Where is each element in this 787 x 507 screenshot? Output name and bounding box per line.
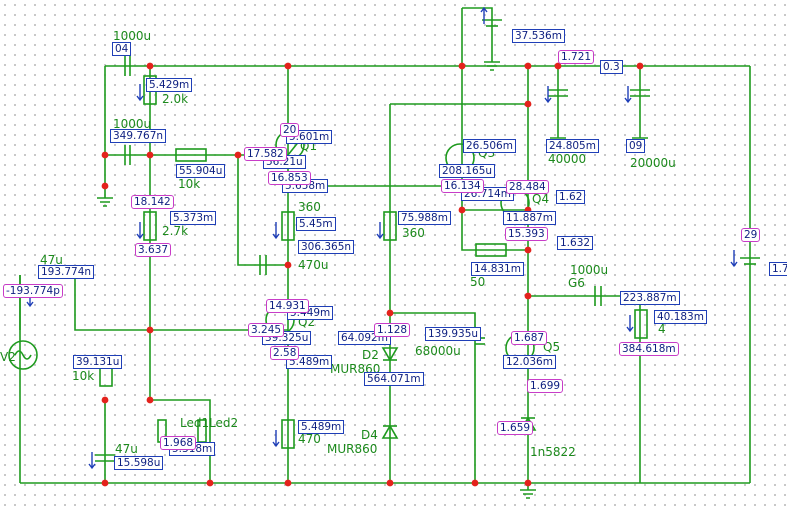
components [8,19,760,462]
label-q5: Q5 [543,340,561,354]
label-c-47u-top: 47u [40,253,63,267]
readout-i-04: 04 [112,42,132,56]
label-led1: Led1 [180,416,210,430]
ground-symbols [97,50,648,499]
readout-i-37-536m: 37.536m [512,29,565,43]
readout-v-1-687: 1.687 [511,331,548,345]
readout-v-18-142: 18.142 [131,195,174,209]
label-c-20000u: 20000u [630,156,676,170]
readout-i-139-935u: 139.935u [425,327,482,341]
label-mur860-d4: MUR860 [327,442,378,456]
readout-v-16-134: 16.134 [441,179,484,193]
readout-i-0-3: 0.3 [600,60,623,74]
label-r-10k-left: 10k [72,369,95,383]
readout-i-5-489m-r: 5.489m [298,420,345,434]
readout-v-3-637: 3.637 [135,243,172,257]
readout-i-223-887m: 223.887m [620,291,680,305]
label-d2: D2 [362,348,379,362]
readout-i-12-036m: 12.036m [503,355,556,369]
readout-i-1-62: 1.62 [556,190,586,204]
readout-i-5-45m: 5.45m [296,217,336,231]
label-c-47u-bottom: 47u [115,442,138,456]
label-d-1n5822: 1n5822 [530,445,576,459]
junction-dots [101,62,644,487]
readout-v-2-58: 2.58 [270,346,300,360]
label-r-4: 4 [658,322,666,336]
readout-i-193-774n: 193.774n [38,265,95,279]
label-r-10k-top: 10k [178,177,201,191]
label-c-1000u-g6: 1000u [570,263,609,277]
readout-v-1-659: 1.659 [497,421,534,435]
readout-i-75-988m: 75.988m [398,211,451,225]
label-r-470: 470 [298,432,321,446]
readout-i-26-506m: 26.506m [463,139,516,153]
readout-i-1-632: 1.632 [557,236,594,250]
label-r-50: 50 [470,275,486,289]
readout-i-39-131u: 39.131u [73,355,123,369]
readout-v-15-393: 15.393 [505,227,548,241]
readout-v-1-721: 1.721 [558,50,595,64]
readout-i-5-489m-q2: 5.489m [286,355,333,369]
readout-i-24-805m: 24.805m [546,139,599,153]
readout-i-5-601m: 5.601m [286,130,333,144]
readout-i-15-598u: 15.598u [114,456,164,470]
label-v2: V2 [0,350,16,364]
readout-v-1-699: 1.699 [527,379,564,393]
readout-v-20: 20 [280,123,300,137]
readout-i-349-767n: 349.767n [110,129,167,143]
label-r-2-0k: 2.0k [162,92,189,106]
label-q4: Q4 [532,192,550,206]
readout-v-1-128: 1.128 [374,323,411,337]
readout-v-14-931: 14.931 [266,299,309,313]
label-g6: G6 [568,276,585,290]
label-r-360-q1: 360 [298,200,321,214]
readout-i-208-165u: 208.165u [439,164,496,178]
readout-i-14-831m: 14.831m [471,262,524,276]
readout-v-17-582: 17.582 [244,147,287,161]
readout-i-55-904u: 55.904u [176,164,226,178]
readout-v-28-484: 28.484 [506,180,549,194]
readout-v-384-618m: 384.618m [619,342,679,356]
readout-i-11-887m: 11.887m [503,211,556,225]
readout-v-3-245: 3.245 [248,323,285,337]
label-c-1000u-mid: 1000u [113,117,152,131]
readout-v-1-968: 1.968 [160,436,197,450]
label-led2: Led2 [209,416,239,430]
label-c-470u: 470u [298,258,329,272]
readout-i-5-373m: 5.373m [170,211,217,225]
readout-i-40-183m: 40.183m [654,310,707,324]
readout-i-09: 09 [626,139,646,153]
label-c-1000u-top: 1000u [113,29,152,43]
label-r-360-mid: 360 [402,226,425,240]
label-c-68000u: 68000u [415,344,461,358]
wires [19,7,751,484]
readout-i-564-071m: 564.071m [364,372,424,386]
readout-v-16-853: 16.853 [268,171,311,185]
current-arrows [26,6,738,470]
readout-i-306-365n: 306.365n [298,240,355,254]
readout-i-1-7: 1.7 [769,262,787,276]
readout-v-29: 29 [741,228,761,242]
readout-i-5-429m: 5.429m [146,78,193,92]
readout-v-neg-193-774p: -193.774p [3,284,63,298]
label-r-2-7k: 2.7k [162,224,189,238]
label-d4: D4 [361,428,378,442]
label-c-40000: 40000 [548,152,587,166]
